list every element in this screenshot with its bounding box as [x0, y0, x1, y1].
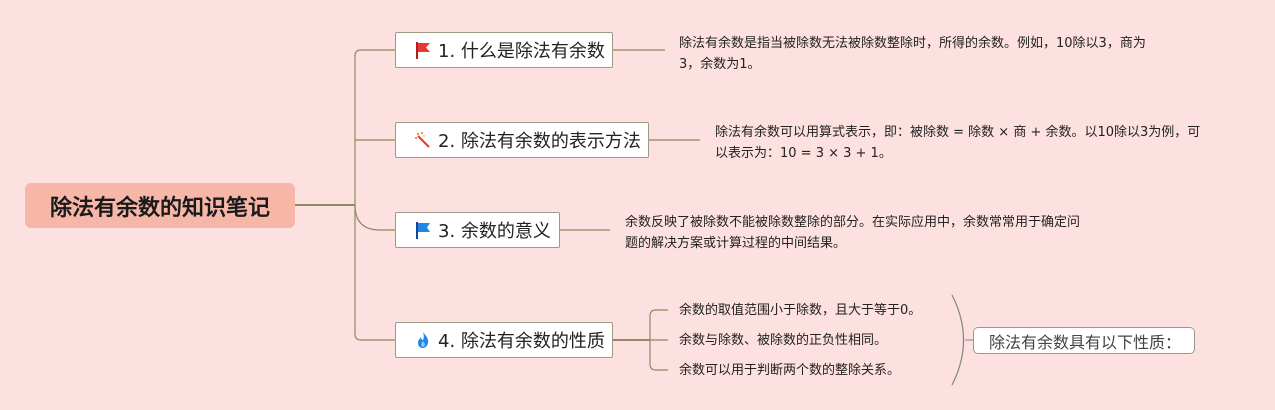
- note-line: 余数反映了被除数不能被除数整除的部分。在实际应用中，余数常常用于确定问: [625, 215, 1081, 230]
- root-title: 除法有余数的知识笔记: [49, 195, 270, 221]
- topic-4[interactable]: 4. 除法有余数的性质: [395, 322, 613, 358]
- topic-2-label: 2. 除法有余数的表示方法: [438, 131, 641, 152]
- summary-label: 除法有余数具有以下性质：: [989, 332, 1182, 352]
- topic-4-sub-1[interactable]: 余数的取值范围小于除数，且大于等于0。: [679, 303, 922, 318]
- topic-1-label: 1. 什么是除法有余数: [438, 41, 605, 62]
- note-line: 以表示为：10 = 3 × 3 + 1。: [715, 146, 892, 161]
- topic-3[interactable]: 3. 余数的意义: [395, 212, 560, 248]
- topic-4-sub-3[interactable]: 余数可以用于判断两个数的整除关系。: [679, 363, 901, 378]
- fire-icon: [412, 329, 434, 351]
- topic-4-sub-2[interactable]: 余数与除数、被除数的正负性相同。: [679, 333, 888, 348]
- topic-2[interactable]: 2. 除法有余数的表示方法: [395, 122, 649, 158]
- summary-node[interactable]: 除法有余数具有以下性质：: [973, 327, 1195, 354]
- note-line: 3，余数为1。: [679, 57, 761, 72]
- topic-3-label: 3. 余数的意义: [438, 221, 551, 242]
- blue-flag-icon: [412, 219, 434, 241]
- note-line: 题的解决方案或计算过程的中间结果。: [625, 236, 847, 251]
- magic-wand-icon: [412, 129, 434, 151]
- note-line: 除法有余数可以用算式表示，即：被除数 = 除数 × 商 + 余数。以10除以3为…: [715, 125, 1201, 140]
- topic-1-note: 除法有余数是指当被除数无法被除数整除时，所得的余数。例如，10除以3，商为 3，…: [679, 33, 1199, 75]
- topic-1[interactable]: 1. 什么是除法有余数: [395, 32, 613, 68]
- topic-3-note: 余数反映了被除数不能被除数整除的部分。在实际应用中，余数常常用于确定问 题的解决…: [625, 212, 1145, 254]
- topic-4-label: 4. 除法有余数的性质: [438, 331, 605, 352]
- root-topic[interactable]: 除法有余数的知识笔记: [25, 183, 295, 228]
- red-flag-icon: [412, 39, 434, 61]
- note-line: 除法有余数是指当被除数无法被除数整除时，所得的余数。例如，10除以3，商为: [679, 36, 1146, 51]
- topic-2-note: 除法有余数可以用算式表示，即：被除数 = 除数 × 商 + 余数。以10除以3为…: [715, 122, 1235, 164]
